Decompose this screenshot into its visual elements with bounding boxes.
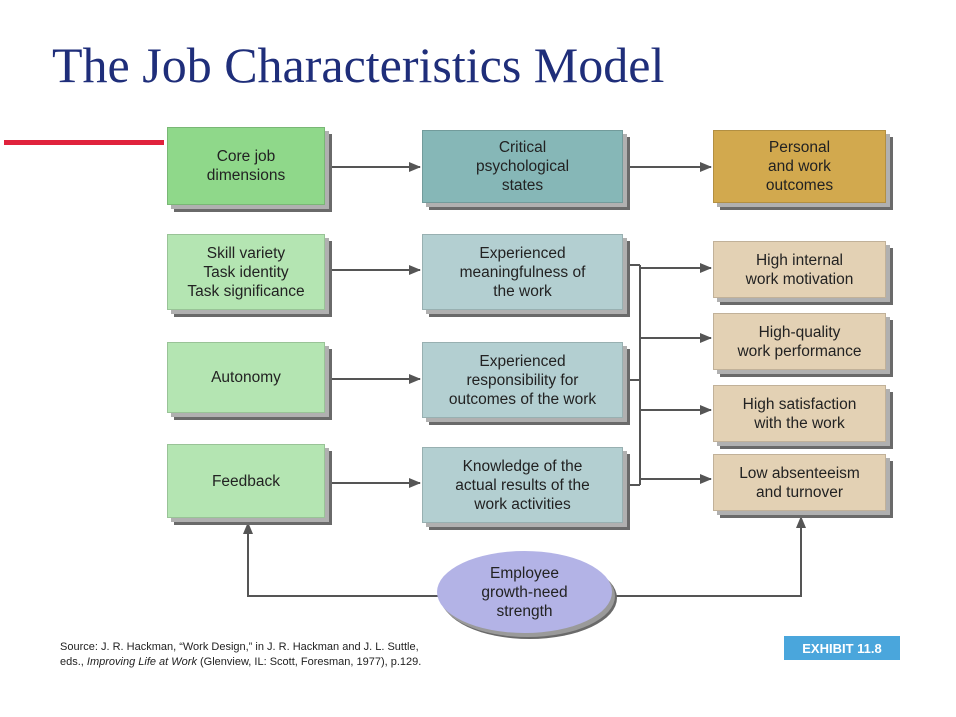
critical-states-header: Critical psychological states: [422, 130, 623, 203]
state-meaningfulness-box: Experienced meaningfulness of the work: [422, 234, 623, 310]
exhibit-badge: EXHIBIT 11.8: [784, 636, 900, 660]
outcomes-header: Personal and work outcomes: [713, 130, 886, 203]
outcome-satisfaction-label: High satisfaction with the work: [742, 395, 857, 432]
growth-need-strength-label: Employee growth-need strength: [481, 564, 568, 620]
outcome-performance-box: High-quality work performance: [713, 313, 886, 370]
outcome-motivation-label: High internal work motivation: [745, 251, 854, 288]
dimension-skill-label: Skill variety Task identity Task signifi…: [187, 244, 305, 300]
outcome-performance-label: High-quality work performance: [737, 323, 862, 360]
source-citation: Source: J. R. Hackman, “Work Design,” in…: [60, 640, 421, 670]
growth-need-strength-ellipse: Employee growth-need strength: [437, 551, 612, 633]
dimension-autonomy-box: Autonomy: [167, 342, 325, 413]
page-title: The Job Characteristics Model: [52, 37, 665, 93]
outcome-motivation-box: High internal work motivation: [713, 241, 886, 298]
outcome-satisfaction-box: High satisfaction with the work: [713, 385, 886, 442]
moderator-left-path: [243, 522, 438, 597]
dimension-feedback-box: Feedback: [167, 444, 325, 518]
dimension-autonomy-label: Autonomy: [211, 369, 281, 386]
source-line-2-pre: eds.,: [60, 656, 87, 668]
state-meaningfulness-label: Experienced meaningfulness of the work: [459, 244, 586, 300]
moderator-right-path: [612, 516, 806, 597]
outcomes-header-label: Personal and work outcomes: [765, 139, 834, 194]
accent-line: [4, 140, 164, 145]
critical-states-header-label: Critical psychological states: [475, 139, 570, 194]
source-line-2-post: (Glenview, IL: Scott, Foresman, 1977), p…: [196, 656, 422, 668]
source-book-title: Improving Life at Work: [86, 656, 197, 668]
state-responsibility-box: Experienced responsibility for outcomes …: [422, 342, 623, 418]
state-knowledge-label: Knowledge of the actual results of the w…: [455, 457, 590, 513]
outcome-absenteeism-box: Low absenteeism and turnover: [713, 454, 886, 511]
outcome-absenteeism-label: Low absenteeism and turnover: [739, 464, 860, 501]
source-line-1: Source: J. R. Hackman, “Work Design,” in…: [60, 641, 419, 653]
state-knowledge-box: Knowledge of the actual results of the w…: [422, 447, 623, 523]
dimension-skill-box: Skill variety Task identity Task signifi…: [167, 234, 325, 310]
state-responsibility-label: Experienced responsibility for outcomes …: [448, 352, 597, 408]
source-line-2: eds., Improving Life at Work (Glenview, …: [60, 655, 421, 670]
core-dimensions-header: Core job dimensions: [167, 127, 325, 205]
core-dimensions-header-label: Core job dimensions: [206, 148, 286, 184]
dimension-feedback-label: Feedback: [211, 472, 281, 490]
